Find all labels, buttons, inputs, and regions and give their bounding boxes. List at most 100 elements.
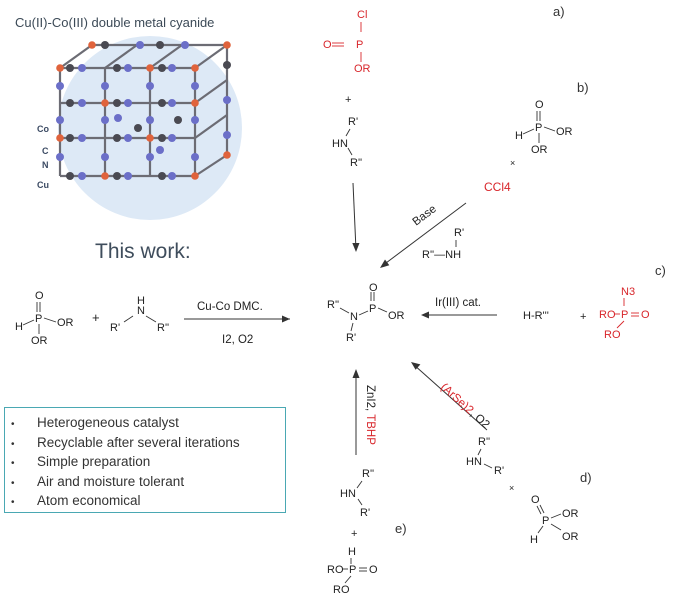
route-c-reagent: H-R''' (523, 310, 549, 322)
bullet-icon: • (11, 438, 15, 450)
route-b-amine: R' R''—NH (422, 227, 464, 261)
route-e-plus: + (351, 528, 357, 540)
svg-text:H: H (15, 321, 23, 333)
benefit-item: •Atom economical (11, 491, 285, 511)
product-phosphoramidate: R'' N R' P O OR (327, 282, 405, 344)
svg-text:RO: RO (333, 584, 350, 596)
route-c-label: c) (655, 263, 666, 278)
route-e-conditions: ZnI2, TBHP (364, 385, 376, 445)
svg-text:P: P (35, 313, 42, 325)
crystal-lattice-illustration: Co C N Cu (37, 36, 242, 220)
svg-text:O: O (641, 309, 650, 321)
bullet-icon: • (11, 458, 15, 470)
svg-text:R': R' (110, 322, 120, 334)
benefit-item: •Heterogeneous catalyst (11, 413, 285, 433)
svg-text:HN: HN (332, 138, 348, 150)
route-c-plus: + (580, 311, 586, 323)
route-b-arrow (381, 202, 467, 267)
svg-text:R'': R'' (478, 436, 490, 448)
route-b-label: b) (577, 80, 589, 95)
main-plus: + (92, 310, 100, 325)
svg-text:R': R' (360, 507, 370, 519)
svg-text:H: H (348, 546, 356, 558)
route-a-phosphoryl-chloride: Cl O P OR (323, 9, 371, 75)
svg-text:OR: OR (31, 335, 48, 347)
main-conditions: I2, O2 (222, 334, 253, 346)
svg-text:H: H (515, 130, 523, 142)
main-catalyst: Cu-Co DMC. (197, 301, 263, 313)
bullet-icon: • (11, 477, 15, 489)
route-d-phosphite: O P OR H OR (530, 494, 579, 546)
svg-text:RO: RO (327, 564, 344, 576)
svg-text:N: N (137, 305, 145, 317)
svg-text:O: O (323, 39, 332, 51)
svg-text:HN: HN (466, 456, 482, 468)
route-d-label: d) (580, 470, 592, 485)
svg-text:R': R' (348, 116, 358, 128)
route-e-phosphite: H RO P O RO (327, 546, 378, 596)
svg-text:R'': R'' (157, 322, 169, 334)
svg-text:HN: HN (340, 488, 356, 500)
benefit-item: •Recyclable after several iterations (11, 433, 285, 453)
route-d-times: × (509, 483, 514, 493)
main-amine: H N R' R'' (110, 295, 169, 334)
svg-text:OR: OR (562, 531, 579, 543)
route-b-phosphite: O P H OR OR (515, 99, 573, 156)
main-phosphite: O P H OR OR (15, 290, 74, 347)
svg-text:O: O (535, 99, 544, 111)
label-co: Co (37, 124, 49, 134)
svg-text:R''—NH: R''—NH (422, 249, 461, 261)
svg-text:H: H (137, 295, 145, 307)
benefit-item: •Air and moisture tolerant (11, 472, 285, 492)
svg-text:O: O (369, 564, 378, 576)
route-b-times: × (510, 158, 515, 168)
svg-text:N3: N3 (621, 286, 635, 298)
svg-text:RO: RO (599, 309, 616, 321)
svg-text:O: O (369, 282, 378, 294)
svg-text:OR: OR (531, 144, 548, 156)
this-work-heading: This work: (95, 240, 191, 263)
svg-text:O: O (35, 290, 44, 302)
svg-text:Cl: Cl (357, 9, 367, 21)
route-a-arrow (352, 182, 357, 251)
route-e-amine: R'' HN R' (340, 468, 374, 519)
label-c: C (42, 146, 49, 156)
svg-text:P: P (349, 564, 356, 576)
bullet-icon: • (11, 497, 15, 509)
label-cu: Cu (37, 180, 49, 190)
svg-text:N: N (350, 311, 358, 323)
route-d-amine: R'' HN R' (466, 436, 504, 477)
svg-text:OR: OR (556, 126, 573, 138)
benefits-list: •Heterogeneous catalyst •Recyclable afte… (5, 408, 285, 511)
svg-text:R': R' (454, 227, 464, 239)
svg-text:RO: RO (604, 329, 621, 341)
route-b-ccl4: CCl4 (484, 180, 511, 194)
svg-text:P: P (542, 515, 549, 527)
svg-text:R': R' (346, 332, 356, 344)
svg-text:P: P (621, 309, 628, 321)
svg-text:O: O (531, 494, 540, 506)
svg-text:OR: OR (354, 63, 371, 75)
svg-text:R'': R'' (362, 468, 374, 480)
route-b-base: Base (411, 203, 439, 228)
figure-title: Cu(II)-Co(III) double metal cyanide (15, 15, 214, 30)
route-e-label: e) (395, 521, 407, 536)
route-a-amine: R' HN R'' (332, 116, 362, 169)
label-n: N (42, 160, 49, 170)
bullet-icon: • (11, 419, 15, 430)
svg-text:R'': R'' (350, 157, 362, 169)
route-d-arrow (412, 363, 488, 431)
svg-text:H: H (530, 534, 538, 546)
svg-text:OR: OR (388, 310, 405, 322)
route-c-phosphoryl-azide: N3 RO P O RO (599, 286, 650, 341)
svg-text:R'': R'' (327, 299, 339, 311)
svg-text:OR: OR (562, 508, 579, 520)
benefits-box: •Heterogeneous catalyst •Recyclable afte… (4, 407, 286, 513)
route-a-label: a) (553, 4, 565, 19)
svg-text:P: P (369, 303, 376, 315)
route-d-conditions: (ArSe)2, O2 (438, 381, 492, 431)
svg-text:P: P (356, 39, 363, 51)
route-a-plus: + (345, 94, 351, 106)
